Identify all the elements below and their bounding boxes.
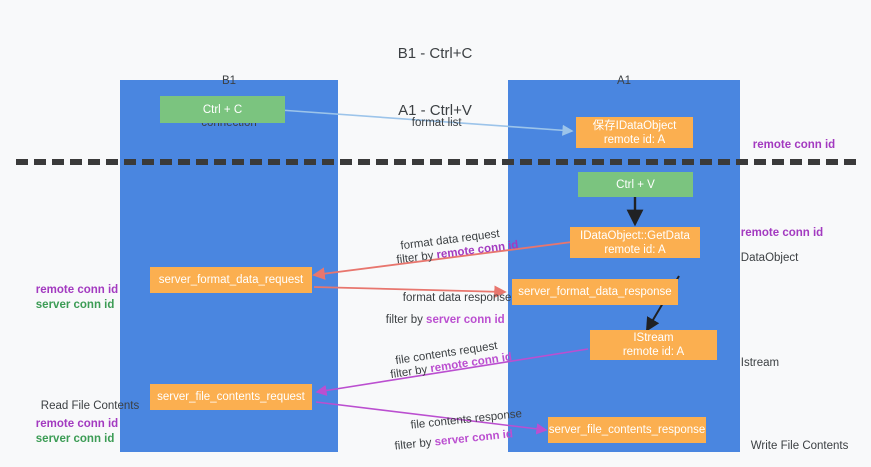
annotation-left-server-conn-id: server conn id (23, 283, 115, 328)
lane-header-a1-name: A1 (616, 75, 632, 87)
annotation-left-remote-conn-id: remote conn id (23, 268, 118, 313)
box-server-format-data-response[interactable]: server_format_data_response (512, 279, 678, 305)
box-idataobject-getdata[interactable]: IDataObject::GetData remote id: A (570, 227, 700, 258)
annotation-remote-conn-id-mid-text: remote conn id (740, 227, 824, 239)
box-ctrl-v[interactable]: Ctrl + V (578, 172, 693, 197)
box-server-file-contents-response-label: server_file_contents_response (548, 424, 706, 436)
annotation-left-remote-conn-id-2: remote conn id (23, 402, 118, 447)
box-istream-line1: IStream (633, 332, 674, 344)
annotation-dataobject-text: DataObject (740, 252, 799, 264)
filter-key-remote-conn-id-2: remote conn id (429, 351, 513, 376)
annotation-left-remote-conn-id-text: remote conn id (35, 284, 119, 296)
box-server-format-data-request[interactable]: server_format_data_request (150, 267, 312, 293)
title-line-1: B1 - Ctrl+C (397, 45, 473, 62)
filter-prefix-2: filter by (385, 314, 427, 326)
edge-label-format-list: format list (399, 101, 462, 146)
annotation-left-remote-conn-id-2-text: remote conn id (35, 418, 119, 430)
annotation-dataobject: DataObject (728, 236, 799, 281)
annotation-write-file-contents: Write File Contents (738, 424, 849, 467)
edge-label-format-list-text: format list (411, 117, 462, 129)
filter-key-remote-conn-id: remote conn id (435, 239, 520, 262)
box-ctrl-v-label: Ctrl + V (616, 178, 655, 191)
annotation-istream-text: Istream (740, 357, 780, 369)
box-server-file-contents-request-label: server_file_contents_request (157, 391, 305, 403)
edge-label-format-data-response-filter: filter by server conn id (373, 298, 505, 343)
box-ctrl-c-label: Ctrl + C (202, 103, 243, 116)
box-server-format-data-request-label: server_format_data_request (158, 274, 304, 286)
annotation-left-server-conn-id-2-text: server conn id (35, 433, 115, 445)
box-save-idataobject-line2: remote id: A (603, 133, 666, 146)
edge-label-format-data-response-text: format data response (402, 292, 512, 304)
filter-prefix-4: filter by (394, 436, 436, 453)
annotation-remote-conn-id-top-text: remote conn id (752, 139, 836, 151)
filter-key-server-conn-id: server conn id (426, 314, 505, 326)
box-server-file-contents-response[interactable]: server_file_contents_response (548, 417, 706, 443)
annotation-left-server-conn-id-text: server conn id (35, 299, 115, 311)
annotation-read-file-contents: Read File Contents (28, 384, 139, 429)
edge-label-format-data-response: format data response (390, 276, 512, 321)
box-save-idataobject[interactable]: 保存IDataObject remote id: A (576, 117, 693, 148)
annotation-remote-conn-id-mid: remote conn id (728, 211, 823, 256)
annotation-left-server-conn-id-2: server conn id (23, 417, 115, 462)
annotation-read-file-contents-text: Read File Contents (40, 400, 140, 412)
box-server-format-data-response-label: server_format_data_response (518, 286, 672, 298)
annotation-write-file-contents-text: Write File Contents (750, 440, 849, 452)
phase-divider (16, 159, 856, 165)
lane-header-b1-name: B1 (221, 75, 237, 87)
box-ctrl-c[interactable]: Ctrl + C (160, 96, 285, 123)
filter-prefix: filter by (395, 249, 438, 267)
box-getdata-line2: remote id: A (604, 243, 666, 256)
box-istream[interactable]: IStream remote id: A (590, 330, 717, 360)
box-save-idataobject-line1: 保存IDataObject (592, 119, 677, 132)
annotation-istream: Istream (728, 341, 779, 386)
box-getdata-line1: IDataObject::GetData (580, 229, 690, 242)
filter-prefix-3: filter by (389, 363, 432, 382)
annotation-remote-conn-id-top: remote conn id (740, 123, 835, 168)
box-server-file-contents-request[interactable]: server_file_contents_request (150, 384, 312, 410)
box-istream-line2: remote id: A (622, 346, 685, 358)
filter-key-server-conn-id-2: server conn id (434, 428, 514, 449)
